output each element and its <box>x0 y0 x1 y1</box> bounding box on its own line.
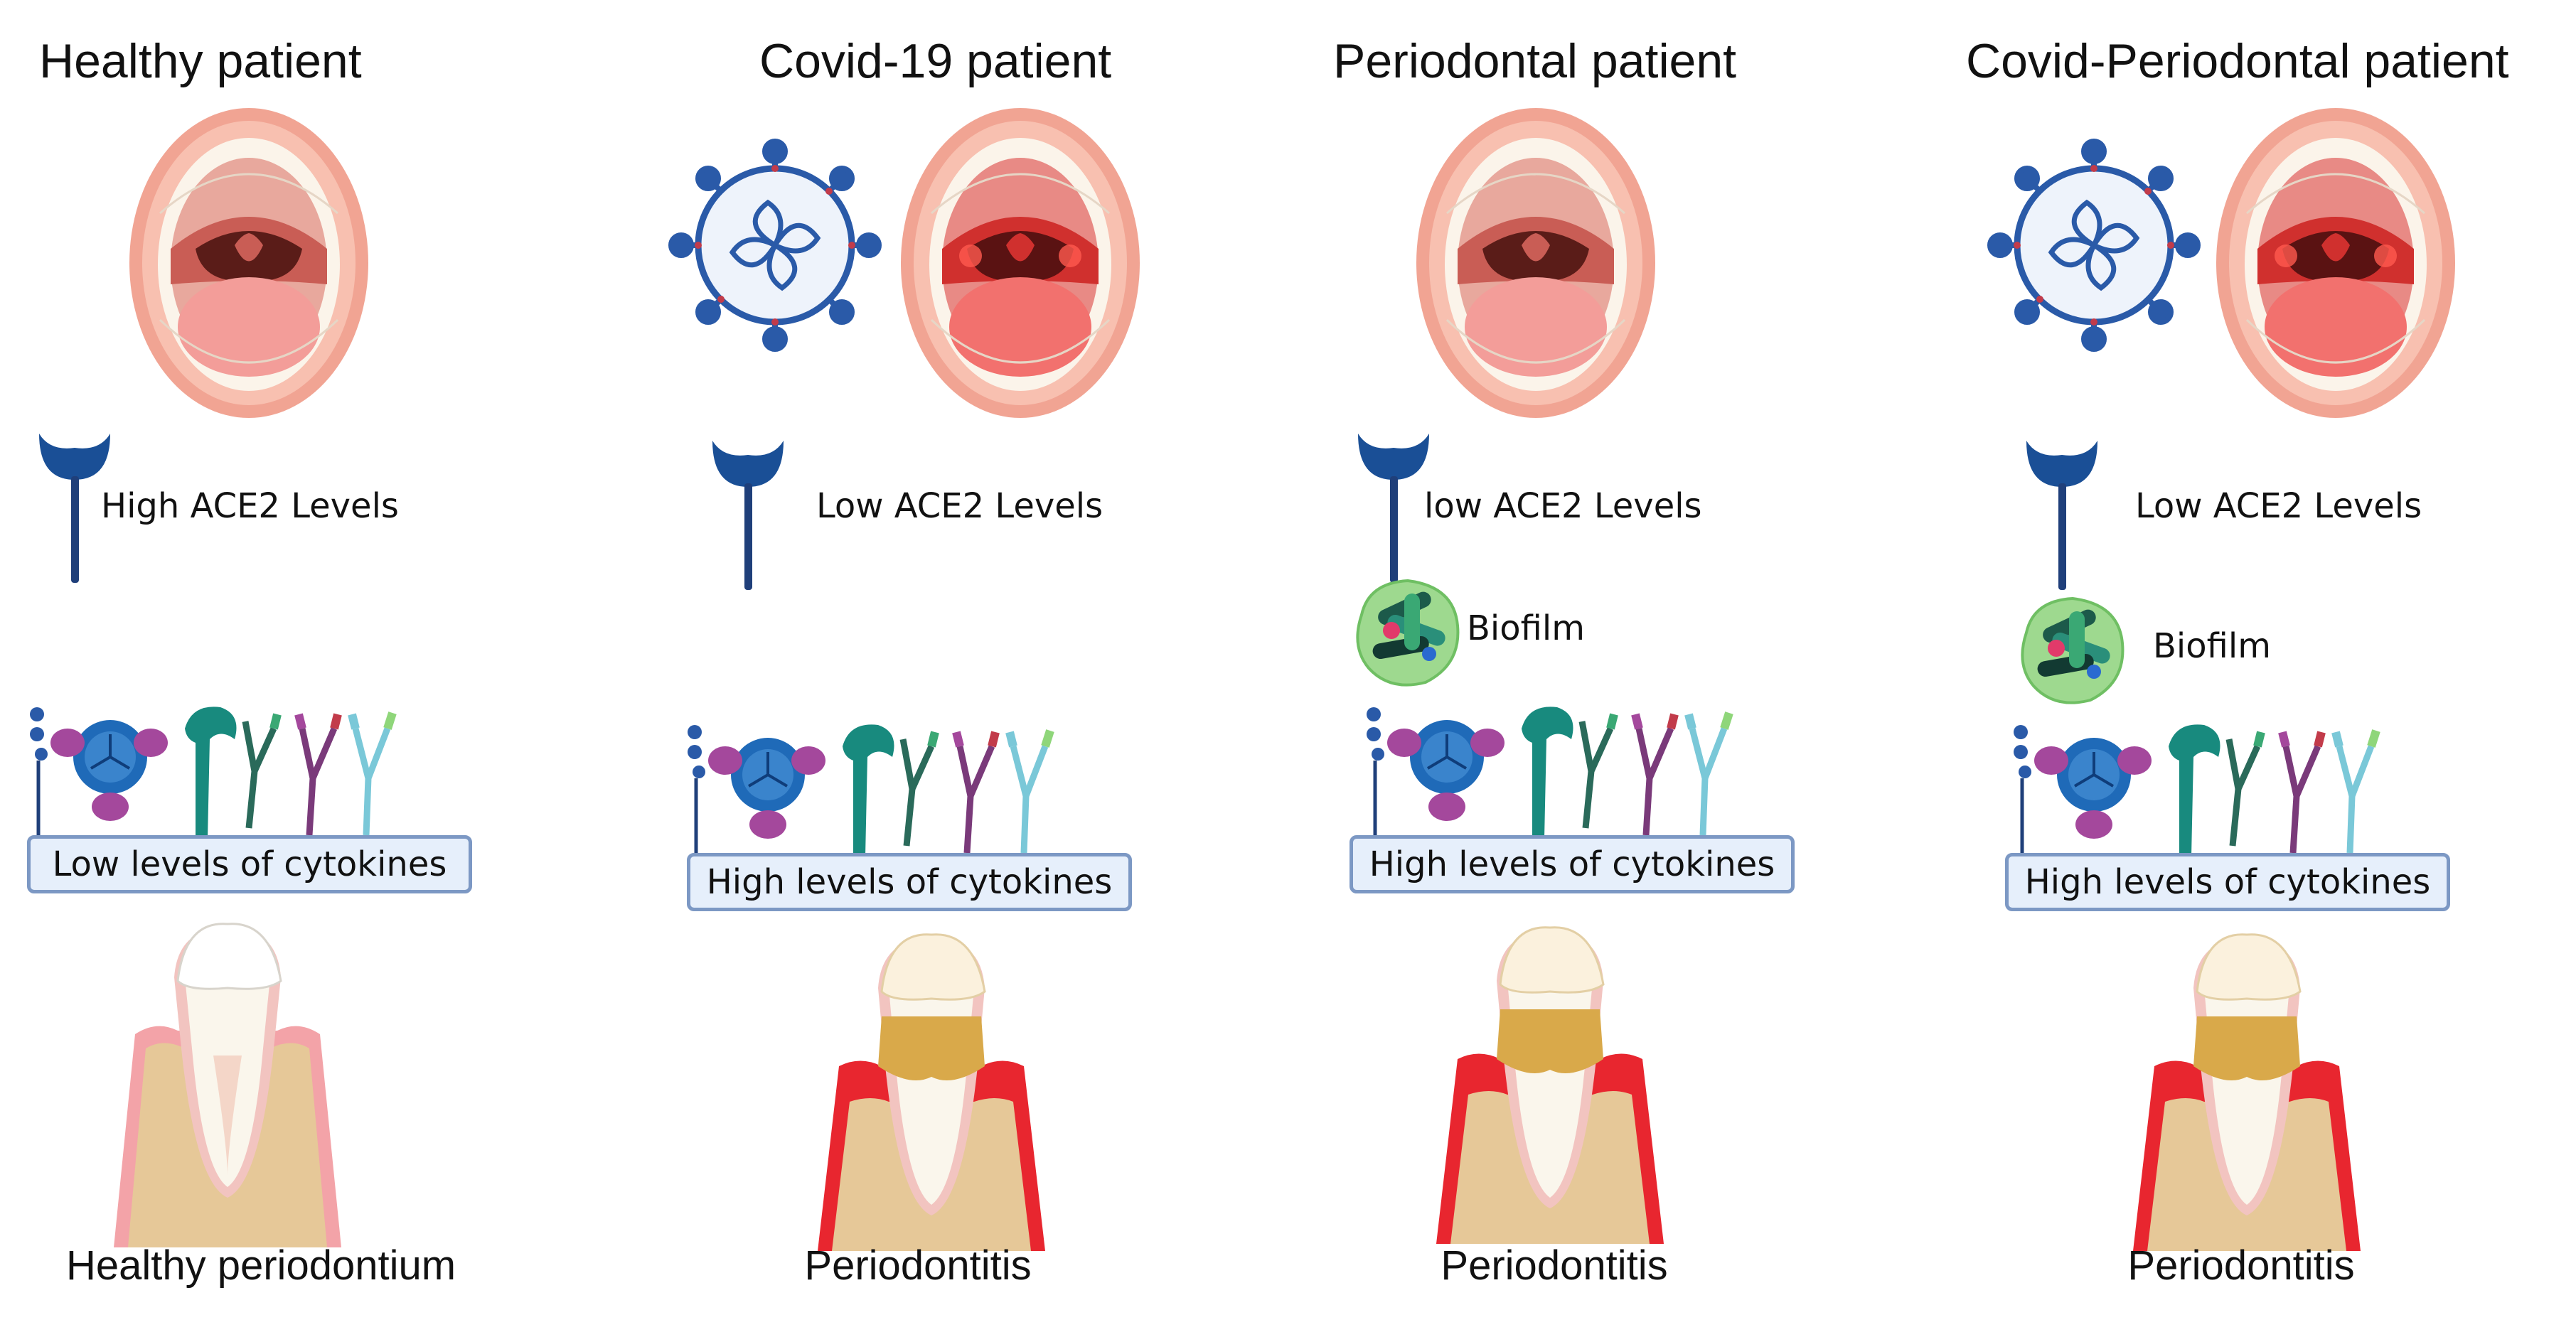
ace2-label: Low ACE2 Levels <box>816 486 1103 526</box>
ace2-label: low ACE2 Levels <box>1424 486 1702 526</box>
inflamed-mouth-illustration <box>899 107 1141 419</box>
tooth-caption: Periodontitis <box>1441 1242 1668 1289</box>
cytokine-molecules-icon <box>28 700 455 842</box>
tooth-caption: Periodontitis <box>2127 1242 2355 1289</box>
tooth-caption: Healthy periodontium <box>65 1242 456 1289</box>
cytokine-molecules-icon <box>2012 718 2439 860</box>
cytokine-levels-box: High levels of cytokines <box>687 853 1132 911</box>
cytokine-levels-box: High levels of cytokines <box>1350 835 1795 893</box>
panel-title: Periodontal patient <box>1333 34 1737 88</box>
ace2-receptor-icon <box>2019 434 2105 590</box>
periodontitis-tooth-illustration <box>2126 924 2368 1251</box>
cytokine-levels-box: Low levels of cytokines <box>27 835 472 893</box>
biofilm-icon <box>2012 590 2133 711</box>
mouth-illustration <box>1415 107 1657 419</box>
mouth-illustration <box>128 107 370 419</box>
ace2-receptor-icon <box>1351 426 1436 583</box>
biofilm-label: Biofilm <box>1467 608 1585 648</box>
cytokine-molecules-icon <box>1365 700 1792 842</box>
panel-title: Healthy patient <box>39 34 362 88</box>
coronavirus-icon <box>668 139 882 352</box>
cytokine-levels-box: High levels of cytokines <box>2005 853 2450 911</box>
ace2-label: Low ACE2 Levels <box>2135 486 2422 526</box>
healthy-tooth-illustration <box>107 913 348 1247</box>
panel-title: Covid-19 patient <box>759 34 1112 88</box>
tooth-caption: Periodontitis <box>804 1242 1032 1289</box>
biofilm-icon <box>1347 572 1468 693</box>
cytokine-molecules-icon <box>686 718 1113 860</box>
inflamed-mouth-illustration <box>2215 107 2457 419</box>
biofilm-label: Biofilm <box>2153 626 2271 666</box>
panel-title: Covid-Periodontal patient <box>1966 34 2509 88</box>
ace2-label: High ACE2 Levels <box>101 486 399 526</box>
coronavirus-icon <box>1987 139 2201 352</box>
periodontitis-tooth-illustration <box>811 924 1052 1251</box>
ace2-receptor-icon <box>705 434 791 590</box>
periodontitis-tooth-illustration <box>1429 917 1671 1244</box>
